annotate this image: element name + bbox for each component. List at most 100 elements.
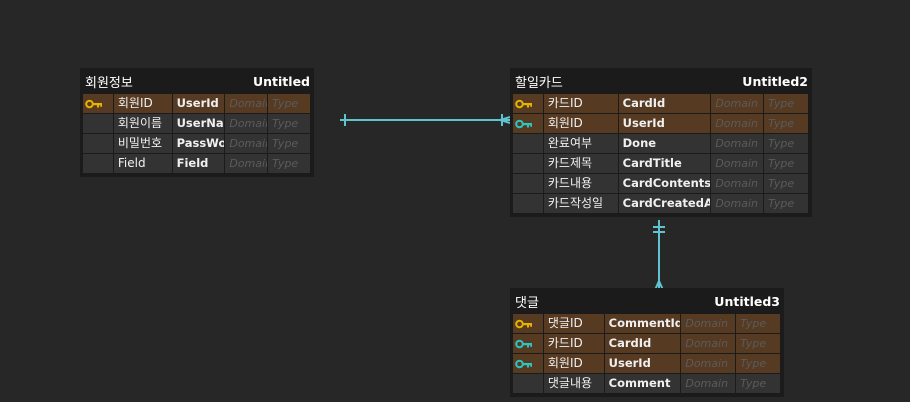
logical-cell[interactable]: 댓글내용 <box>543 374 604 393</box>
logical-cell[interactable]: 회원이름 <box>113 114 172 133</box>
type-cell[interactable]: Type <box>764 174 808 193</box>
key-cell[interactable] <box>513 194 543 213</box>
entity-physical-name: Untitled3 <box>714 293 780 309</box>
physical-cell[interactable]: UserName <box>172 114 225 133</box>
domain-cell[interactable]: Domain <box>225 134 268 153</box>
key-cell[interactable] <box>83 94 113 113</box>
logical-cell[interactable]: 댓글ID <box>543 314 604 333</box>
physical-cell[interactable]: UserId <box>172 94 225 113</box>
logical-cell[interactable]: 회원ID <box>543 354 604 373</box>
type-cell[interactable]: Type <box>736 354 780 373</box>
logical-cell[interactable]: 완료여부 <box>543 134 618 153</box>
primary-key-icon <box>515 99 533 109</box>
type-cell[interactable]: Type <box>736 334 780 353</box>
attribute-row[interactable]: 회원이름UserNameDomainType <box>83 114 311 134</box>
logical-cell[interactable]: 회원ID <box>113 94 172 113</box>
domain-cell[interactable]: Domain <box>225 154 268 173</box>
logical-cell[interactable]: Field <box>113 154 172 173</box>
logical-cell[interactable]: 카드제목 <box>543 154 618 173</box>
primary-key-icon <box>85 99 103 109</box>
entity-physical-name: Untitled <box>253 73 310 89</box>
logical-cell[interactable]: 카드ID <box>543 94 618 113</box>
key-cell[interactable] <box>513 134 543 153</box>
domain-cell[interactable]: Domain <box>711 134 764 153</box>
physical-cell[interactable]: Done <box>618 134 711 153</box>
physical-cell[interactable]: CommentId <box>604 314 681 333</box>
domain-cell[interactable]: Domain <box>225 114 268 133</box>
entity-header[interactable]: 회원정보 Untitled <box>83 68 311 94</box>
physical-cell[interactable]: Field <box>172 154 225 173</box>
logical-cell[interactable]: 카드내용 <box>543 174 618 193</box>
key-cell[interactable] <box>513 334 543 353</box>
physical-cell[interactable]: UserId <box>618 114 711 133</box>
type-cell[interactable]: Type <box>764 114 808 133</box>
type-cell[interactable]: Type <box>268 114 310 133</box>
domain-cell[interactable]: Domain <box>681 354 736 373</box>
key-cell[interactable] <box>513 154 543 173</box>
domain-cell[interactable]: Domain <box>681 374 736 393</box>
many-crowfoot-marker <box>496 116 511 124</box>
key-cell[interactable] <box>513 314 543 333</box>
foreign-key-icon <box>515 359 533 369</box>
domain-cell[interactable]: Domain <box>711 94 764 113</box>
domain-cell[interactable]: Domain <box>711 174 764 193</box>
domain-cell[interactable]: Domain <box>681 334 736 353</box>
type-cell[interactable]: Type <box>736 374 780 393</box>
logical-cell[interactable]: 카드작성일 <box>543 194 618 213</box>
attribute-row[interactable]: FieldFieldDomainType <box>83 154 311 174</box>
type-cell[interactable]: Type <box>764 94 808 113</box>
key-cell[interactable] <box>513 374 543 393</box>
domain-cell[interactable]: Domain <box>681 314 736 333</box>
type-cell[interactable]: Type <box>764 134 808 153</box>
entity-logical-name: 할일카드 <box>515 75 563 91</box>
entity-logical-name: 회원정보 <box>85 75 133 91</box>
physical-cell[interactable]: Comment <box>604 374 681 393</box>
domain-cell[interactable]: Domain <box>711 194 764 213</box>
entity-member[interactable]: 회원정보Untitled회원IDUserIdDomainType회원이름User… <box>80 68 314 177</box>
key-cell[interactable] <box>513 354 543 373</box>
logical-cell[interactable]: 카드ID <box>543 334 604 353</box>
physical-cell[interactable]: UserId <box>604 354 681 373</box>
key-cell[interactable] <box>513 114 543 133</box>
type-cell[interactable]: Type <box>764 154 808 173</box>
key-cell[interactable] <box>83 114 113 133</box>
type-cell[interactable]: Type <box>764 194 808 213</box>
physical-cell[interactable]: CardTitle <box>618 154 711 173</box>
physical-cell[interactable]: CardId <box>618 94 711 113</box>
key-cell[interactable] <box>83 134 113 153</box>
attribute-row[interactable]: 비밀번호PassWordDomainType <box>83 134 311 154</box>
domain-cell[interactable]: Domain <box>711 114 764 133</box>
type-cell[interactable]: Type <box>268 154 310 173</box>
physical-cell[interactable]: CardCreatedAt <box>618 194 711 213</box>
logical-cell[interactable]: 비밀번호 <box>113 134 172 153</box>
type-cell[interactable]: Type <box>736 314 780 333</box>
type-cell[interactable]: Type <box>268 94 310 113</box>
key-cell[interactable] <box>83 154 113 173</box>
physical-cell[interactable]: CardId <box>604 334 681 353</box>
type-cell[interactable]: Type <box>268 134 310 153</box>
key-cell[interactable] <box>513 174 543 193</box>
logical-cell[interactable]: 회원ID <box>543 114 618 133</box>
many-crowfoot-marker <box>654 278 664 291</box>
domain-cell[interactable]: Domain <box>225 94 268 113</box>
physical-cell[interactable]: CardContents <box>618 174 711 193</box>
domain-cell[interactable]: Domain <box>711 154 764 173</box>
physical-cell[interactable]: PassWord <box>172 134 225 153</box>
key-cell[interactable] <box>513 94 543 113</box>
